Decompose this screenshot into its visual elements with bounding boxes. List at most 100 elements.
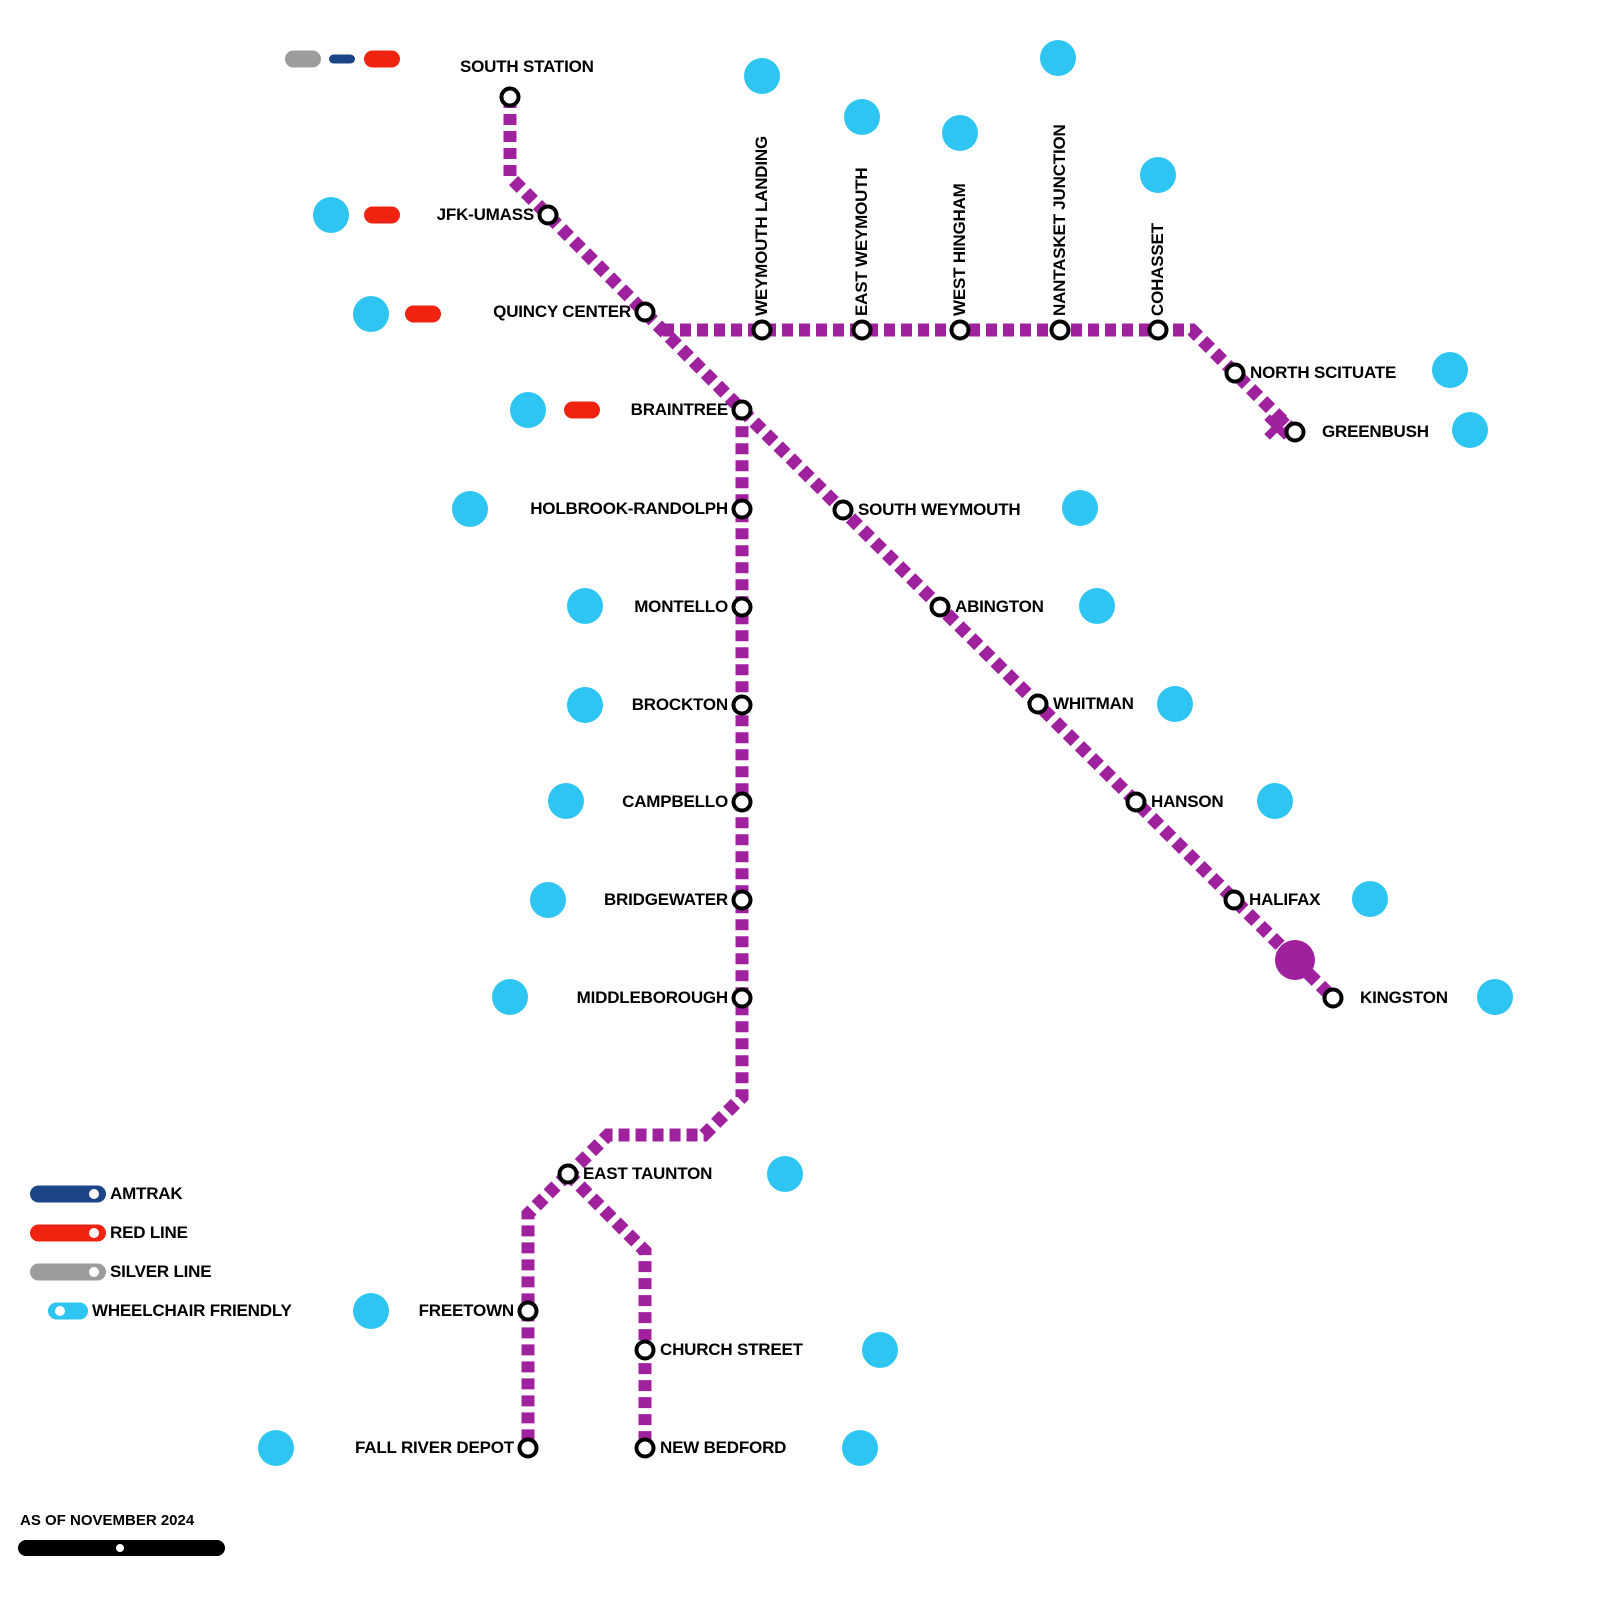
wheelchair-icon — [942, 115, 978, 151]
station-label-jfk-umass: JFK-UMASS — [436, 205, 535, 224]
station-jfk-umass — [537, 204, 559, 226]
wheelchair-legend-pill — [48, 1302, 88, 1320]
silver-line-connection-pill — [285, 50, 321, 68]
station-brockton — [731, 694, 753, 716]
station-label-hanson: HANSON — [1151, 792, 1224, 811]
station-freetown — [517, 1300, 539, 1322]
station-east-weymouth — [851, 319, 873, 341]
silver-line-legend-pill — [30, 1263, 106, 1281]
wheelchair-icon — [492, 979, 528, 1015]
station-west-hingham — [949, 319, 971, 341]
wheelchair-icon — [452, 491, 488, 527]
station-label-kingston: KINGSTON — [1360, 988, 1448, 1007]
legend-label-amtrak: AMTRAK — [110, 1184, 183, 1203]
station-label-east-weymouth: EAST WEYMOUTH — [852, 167, 871, 316]
wheelchair-icon — [567, 588, 603, 624]
station-holbrook-randolph — [731, 498, 753, 520]
legend-label-wheelchair-friendly: WHEELCHAIR FRIENDLY — [92, 1301, 292, 1320]
station-abington — [929, 596, 951, 618]
line-new-bedford-branch — [563, 1169, 652, 1448]
station-nantasket-junction — [1049, 319, 1071, 341]
station-kingston — [1322, 987, 1344, 1009]
legend-pill-dot — [89, 1189, 99, 1199]
station-bridgewater — [731, 889, 753, 911]
wheelchair-icon — [1140, 157, 1176, 193]
station-label-west-hingham: WEST HINGHAM — [950, 183, 969, 316]
wheelchair-icon — [1079, 588, 1115, 624]
wheelchair-icon — [313, 197, 349, 233]
footer-line-dot — [116, 1544, 124, 1552]
wheelchair-icon — [1257, 783, 1293, 819]
legend-label-red-line: RED LINE — [110, 1223, 188, 1242]
station-label-montello: MONTELLO — [634, 597, 728, 616]
station-church-street — [634, 1339, 656, 1361]
station-hanson — [1125, 791, 1147, 813]
station-south-weymouth — [832, 499, 854, 521]
wheelchair-icon — [1062, 490, 1098, 526]
legend-label-silver-line: SILVER LINE — [110, 1262, 212, 1281]
wheelchair-icon — [1477, 979, 1513, 1015]
station-new-bedford — [634, 1437, 656, 1459]
amtrak-connection-pill — [329, 54, 355, 64]
wheelchair-icon — [842, 1430, 878, 1466]
wheelchair-icon — [530, 882, 566, 918]
station-weymouth-landing — [751, 319, 773, 341]
station-label-halifax: HALIFAX — [1249, 890, 1321, 909]
wheelchair-icon — [844, 99, 880, 135]
line-main-trunk — [503, 97, 749, 1180]
wheelchair-icon — [353, 296, 389, 332]
station-label-brockton: BROCKTON — [631, 695, 729, 714]
station-label-holbrook-randolph: HOLBROOK-RANDOLPH — [530, 499, 728, 518]
legend-pill-dot — [55, 1306, 65, 1316]
wheelchair-icon — [1157, 686, 1193, 722]
wheelchair-icon — [1040, 40, 1076, 76]
station-label-middleborough: MIDDLEBOROUGH — [576, 988, 729, 1007]
station-label-bridgewater: BRIDGEWATER — [603, 890, 728, 909]
station-north-scituate — [1224, 362, 1246, 384]
wheelchair-icon — [1432, 352, 1468, 388]
red-line-legend-pill — [30, 1224, 106, 1242]
station-south-station — [499, 86, 521, 108]
station-label-east-taunton: EAST TAUNTON — [583, 1164, 713, 1183]
kingston-junction-dot — [1275, 940, 1315, 980]
station-label-freetown: FREETOWN — [418, 1301, 515, 1320]
as-of-date: AS OF NOVEMBER 2024 — [20, 1512, 195, 1529]
red-line-pill — [564, 401, 600, 419]
wheelchair-icon — [567, 687, 603, 723]
station-label-whitman: WHITMAN — [1053, 694, 1134, 713]
station-label-nantasket-junction: NANTASKET JUNCTION — [1050, 124, 1069, 316]
station-label-abington: ABINGTON — [955, 597, 1044, 616]
station-label-braintree: BRAINTREE — [630, 400, 729, 419]
station-label-church-street: CHURCH STREET — [660, 1340, 803, 1359]
wheelchair-icon — [548, 783, 584, 819]
wheelchair-icon — [1352, 881, 1388, 917]
station-fall-river-depot — [517, 1437, 539, 1459]
wheelchair-icon — [1452, 412, 1488, 448]
station-label-campbello: CAMPBELLO — [622, 792, 728, 811]
station-label-south-station: SOUTH STATION — [460, 57, 594, 76]
red-line-connection-pill — [364, 50, 400, 68]
station-campbello — [731, 791, 753, 813]
station-montello — [731, 596, 753, 618]
station-east-taunton — [557, 1163, 579, 1185]
legend-pill-dot — [89, 1228, 99, 1238]
station-label-north-scituate: NORTH SCITUATE — [1250, 363, 1397, 382]
station-middleborough — [731, 987, 753, 1009]
line-greenbush-branch — [663, 323, 1300, 438]
station-label-weymouth-landing: WEYMOUTH LANDING — [752, 135, 771, 316]
station-quincy-center — [634, 301, 656, 323]
station-label-quincy-center: QUINCY CENTER — [493, 302, 631, 321]
wheelchair-icon — [258, 1430, 294, 1466]
station-label-fall-river-depot: FALL RIVER DEPOT — [355, 1438, 514, 1457]
amtrak-legend-pill — [30, 1185, 106, 1203]
station-cohasset — [1147, 319, 1169, 341]
station-label-cohasset: COHASSET — [1148, 223, 1167, 316]
station-braintree — [731, 399, 753, 421]
station-greenbush — [1284, 421, 1306, 443]
line-fall-river-branch — [521, 1169, 573, 1448]
red-line-pill — [364, 206, 400, 224]
station-label-new-bedford: NEW BEDFORD — [660, 1438, 787, 1457]
wheelchair-icon — [767, 1156, 803, 1192]
wheelchair-icon — [744, 58, 780, 94]
